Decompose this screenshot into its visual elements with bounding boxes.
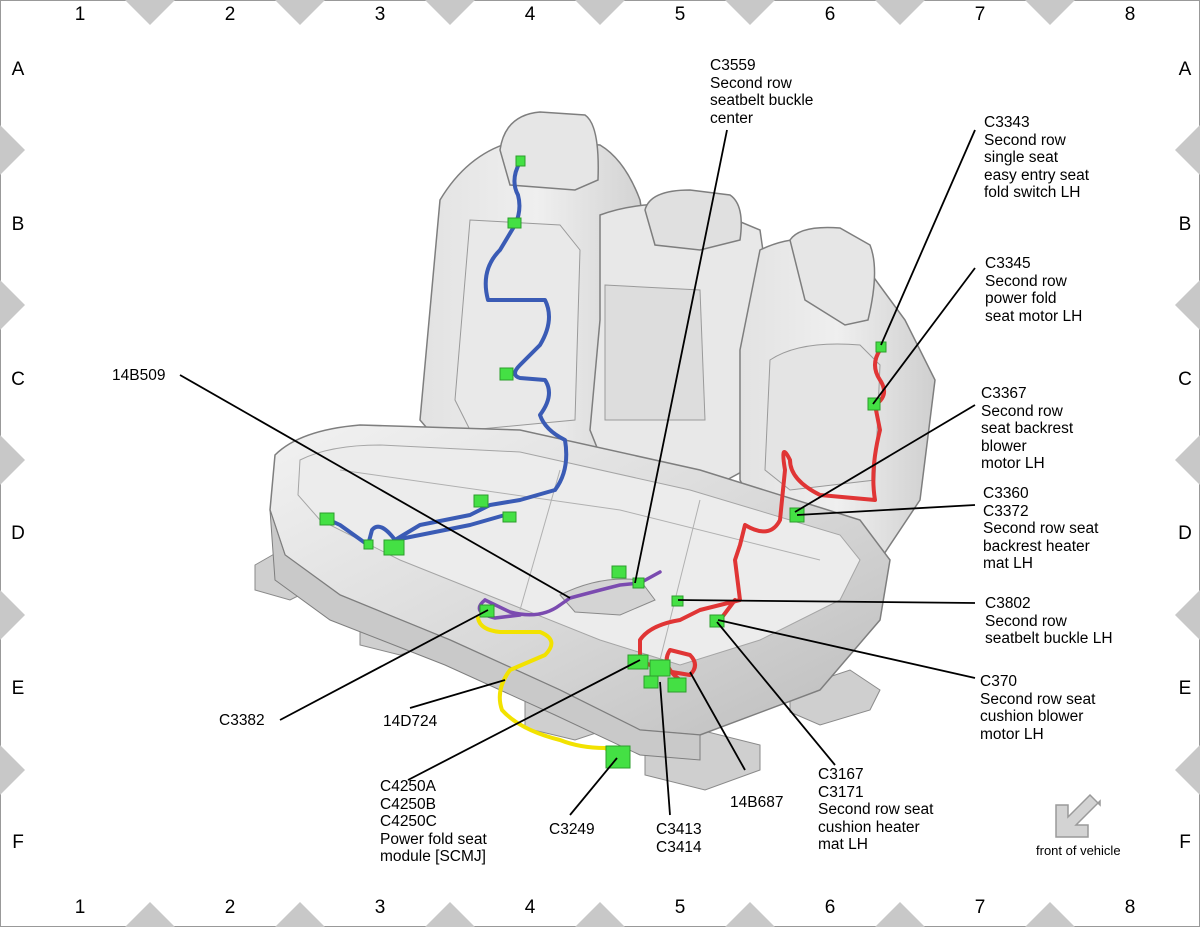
callout-c3367: C3367 Second row seat backrest blower mo… (981, 385, 1074, 473)
callout-c4250: C4250A C4250B C4250C Power fold seat mod… (380, 778, 487, 866)
column-label-1-bottom: 1 (74, 897, 86, 918)
column-label-3-bottom: 3 (374, 897, 386, 918)
column-label-7-bottom: 7 (974, 897, 986, 918)
row-label-b-right: B (1178, 214, 1192, 235)
callout-c3802: C3802 Second row seatbelt buckle LH (985, 595, 1113, 648)
column-label-8: 8 (1124, 4, 1136, 25)
column-label-4: 4 (524, 4, 536, 25)
column-label-4-bottom: 4 (524, 897, 536, 918)
front-of-vehicle-arrow-icon (1055, 793, 1101, 838)
leader-lines (179, 129, 976, 816)
row-label-e: E (11, 678, 25, 699)
callout-c3167-c3171: C3167 C3171 Second row seat cushion heat… (818, 766, 934, 854)
row-label-a: A (11, 59, 25, 80)
callout-14d724: 14D724 (383, 713, 438, 730)
row-label-d-right: D (1178, 523, 1192, 544)
column-label-1: 1 (74, 4, 86, 25)
column-label-6: 6 (824, 4, 836, 25)
callout-c3382: C3382 (219, 712, 265, 729)
column-label-6-bottom: 6 (824, 897, 836, 918)
row-label-f: F (12, 832, 24, 853)
row-label-e-right: E (1178, 678, 1192, 699)
row-label-c-right: C (1178, 369, 1192, 390)
rear-seat-illustration (254, 111, 936, 791)
callout-14b509: 14B509 (112, 367, 166, 384)
row-label-c: C (11, 369, 25, 390)
connectors (319, 155, 887, 769)
callout-c3249: C3249 (549, 821, 595, 838)
front-of-vehicle-label: front of vehicle (1036, 843, 1121, 858)
callout-14b687: 14B687 (730, 794, 784, 811)
callout-c3343: C3343 Second row single seat easy entry … (984, 114, 1090, 202)
callout-c3559: C3559 Second row seatbelt buckle center (710, 57, 814, 127)
row-label-d: D (11, 523, 25, 544)
column-label-2: 2 (224, 4, 236, 25)
row-label-f-right: F (1179, 832, 1191, 853)
column-label-5: 5 (674, 4, 686, 25)
row-label-a-right: A (1178, 59, 1192, 80)
column-label-3: 3 (374, 4, 386, 25)
row-label-b: B (11, 214, 25, 235)
callout-c3360-c3372: C3360 C3372 Second row seat backrest hea… (983, 485, 1099, 573)
harness-14d724-yellow (476, 616, 622, 760)
column-label-7: 7 (974, 4, 986, 25)
callout-c3345: C3345 Second row power fold seat motor L… (985, 255, 1083, 325)
column-label-5-bottom: 5 (674, 897, 686, 918)
callout-c370: C370 Second row seat cushion blower moto… (980, 673, 1096, 743)
column-label-8-bottom: 8 (1124, 897, 1136, 918)
callout-c3413-c3414: C3413 C3414 (656, 821, 702, 856)
column-label-2-bottom: 2 (224, 897, 236, 918)
